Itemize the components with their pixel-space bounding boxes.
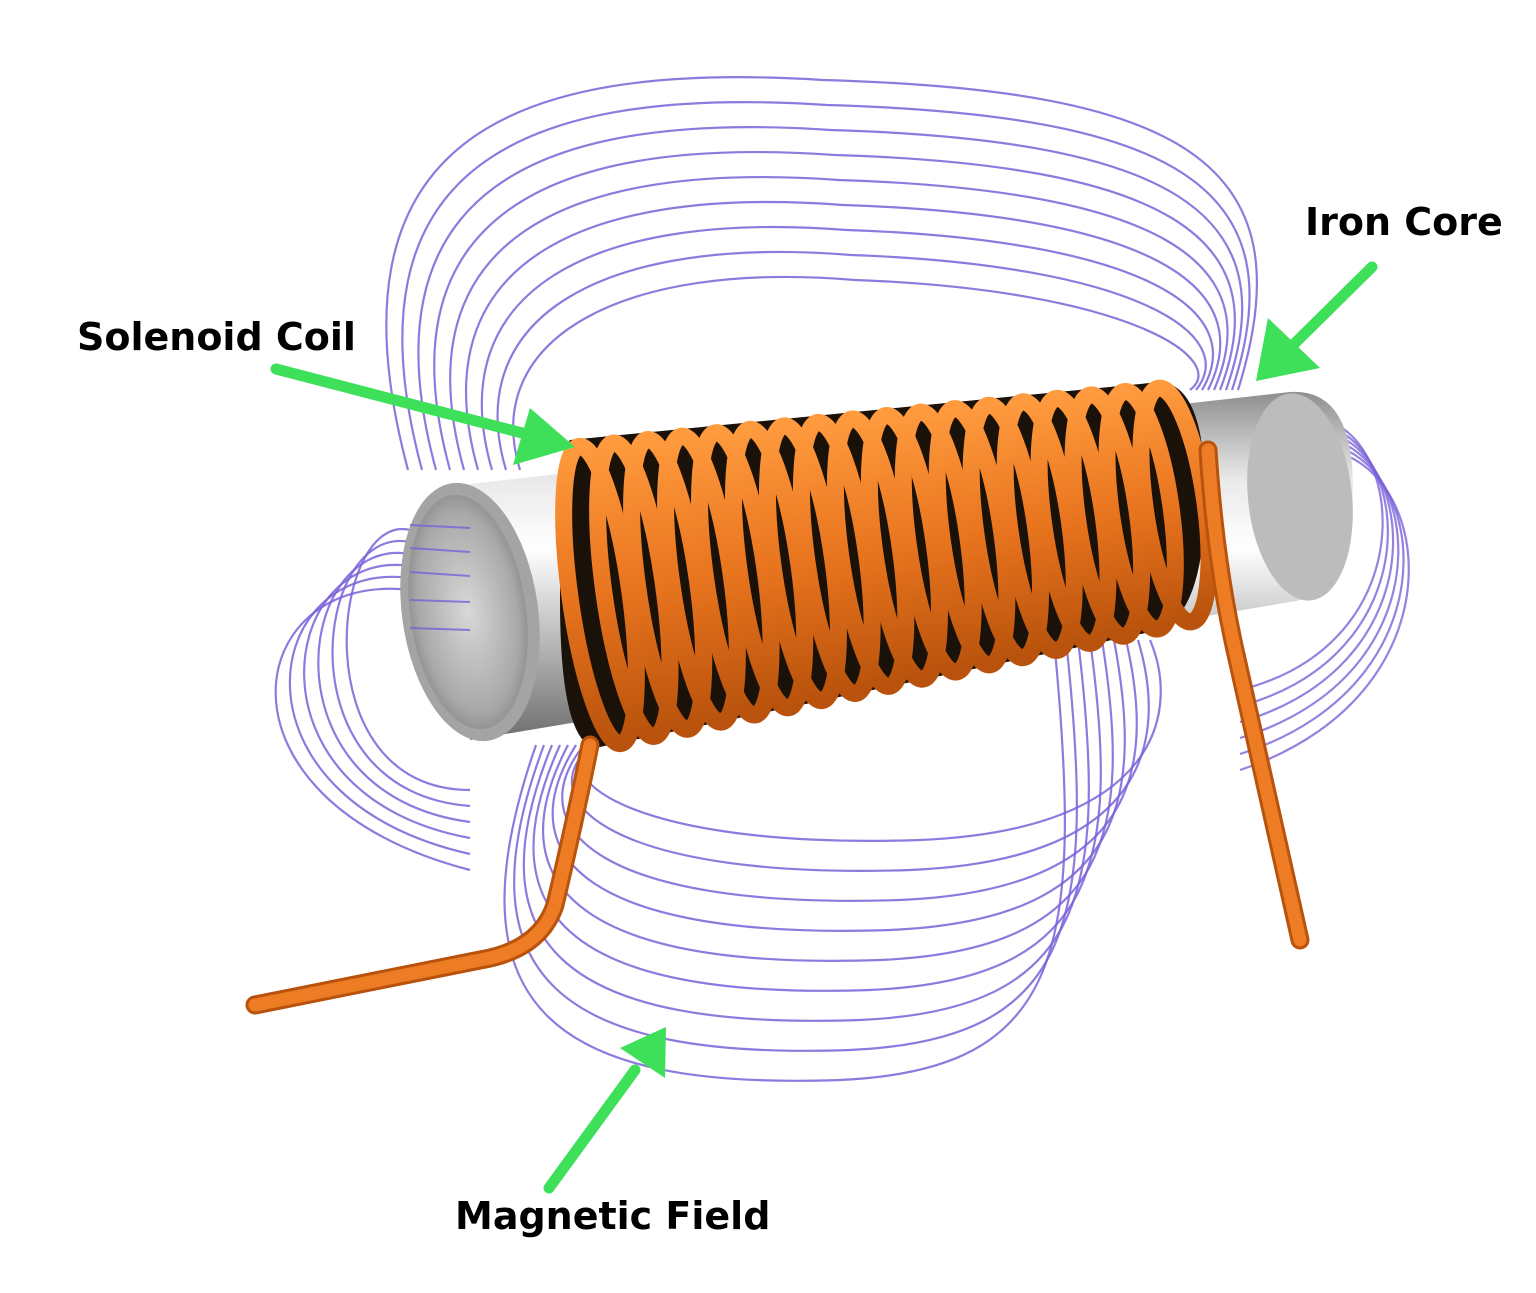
coil-turns: [555, 379, 1218, 753]
field-line-upper: [417, 126, 1244, 471]
field-line-upper: [433, 151, 1236, 471]
iron-core-right-cap: [1247, 393, 1353, 601]
iron-core-pointer: [1256, 261, 1378, 381]
field-line-lower: [542, 639, 1114, 962]
field-line-upper: [449, 176, 1229, 471]
field-line-left: [331, 539, 471, 808]
core-face-field-stubs: [409, 524, 471, 631]
field-line-upper: [496, 250, 1207, 471]
left-lead-wire-highlight: [248, 738, 597, 1012]
field-line-upper: [401, 101, 1251, 471]
solenoid-coil-label: Solenoid Coil: [77, 315, 356, 359]
magnetic-field-label: Magnetic Field: [455, 1194, 771, 1238]
field-line-lower: [551, 639, 1126, 932]
iron-core-label: Iron Core: [1305, 200, 1503, 244]
coil-turn: [1098, 383, 1184, 638]
arrow-icon: [1256, 318, 1320, 381]
field-line-upper: [465, 201, 1222, 471]
right-lead-wire-highlight: [1201, 443, 1307, 947]
field-line-upper: [385, 76, 1259, 471]
field-line-left: [345, 527, 471, 792]
field-line-left: [288, 575, 471, 856]
field-line-upper: [512, 275, 1200, 471]
solenoid-coil-pointer: [270, 363, 575, 465]
field-line-left: [303, 563, 471, 840]
field-line-lower: [513, 639, 1078, 1052]
field-line-left: [317, 551, 471, 824]
field-line-left: [274, 587, 471, 872]
lead-wires: [245, 440, 1310, 1015]
field-line-upper: [480, 226, 1214, 471]
arrow-icon: [620, 1027, 666, 1078]
solenoid-coil: [555, 379, 1218, 753]
iron-core-left-face: [408, 494, 528, 730]
field-line-lower: [532, 639, 1102, 992]
arrow-icon: [513, 408, 575, 465]
magnetic-field-pointer: [543, 1027, 666, 1194]
field-line-lower: [522, 639, 1090, 1022]
